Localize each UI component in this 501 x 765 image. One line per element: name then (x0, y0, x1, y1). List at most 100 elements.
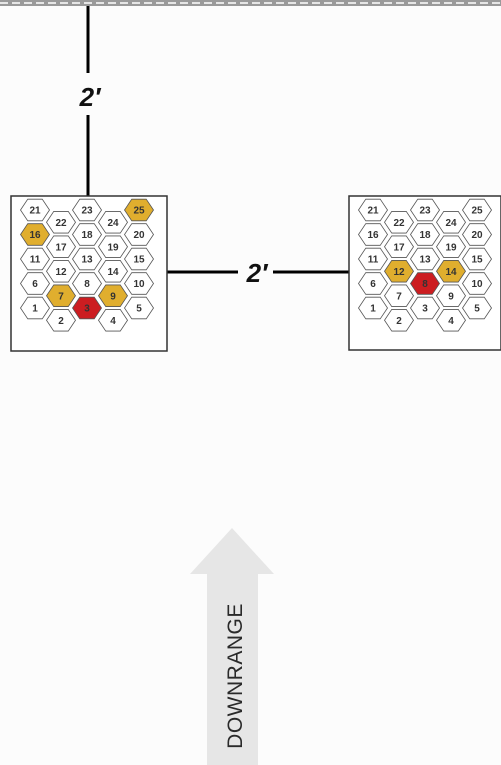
hex-cell-right-17 (384, 235, 414, 258)
hex-cell-right-4 (436, 309, 466, 332)
downrange-arrow: DOWNRANGE (190, 528, 274, 765)
hex-number-left-8: 8 (84, 279, 90, 290)
hex-cell-right-11 (358, 247, 388, 271)
hex-cell-left-2 (46, 309, 76, 332)
hex-number-left-9: 9 (110, 291, 116, 302)
hex-cell-right-7 (384, 284, 414, 307)
hex-number-right-5: 5 (474, 304, 480, 315)
hex-number-left-25: 25 (133, 206, 145, 217)
hex-cell-left-24 (98, 211, 128, 234)
hex-cell-right-13 (410, 247, 440, 271)
hex-cell-right-10 (462, 272, 492, 295)
hex-number-left-3: 3 (84, 304, 90, 315)
hex-number-left-1: 1 (32, 304, 38, 315)
hex-number-right-8: 8 (422, 279, 428, 290)
hex-number-right-24: 24 (445, 218, 457, 229)
hex-number-right-18: 18 (419, 230, 431, 241)
hex-cell-left-14 (98, 260, 128, 283)
hex-number-right-17: 17 (393, 242, 405, 253)
hex-cell-left-7 (46, 284, 76, 307)
hex-number-right-12: 12 (393, 267, 405, 278)
hex-cell-left-21 (20, 198, 50, 222)
arrow-shape (190, 528, 274, 765)
hex-number-left-2: 2 (58, 316, 64, 327)
hex-number-left-14: 14 (107, 267, 119, 278)
hex-number-right-9: 9 (448, 291, 454, 302)
top-rail (0, 0, 501, 6)
hex-cell-right-2 (384, 309, 414, 332)
hex-cell-right-24 (436, 211, 466, 234)
hex-number-left-7: 7 (58, 291, 64, 302)
hex-number-left-20: 20 (133, 230, 145, 241)
hex-number-right-13: 13 (419, 255, 431, 266)
hex-number-left-17: 17 (55, 242, 67, 253)
hex-number-left-12: 12 (55, 267, 67, 278)
hex-cell-right-12 (384, 260, 414, 283)
hex-number-right-16: 16 (367, 230, 379, 241)
hex-cell-right-21 (358, 198, 388, 222)
hex-number-left-23: 23 (81, 206, 93, 217)
hex-number-right-25: 25 (471, 206, 483, 217)
hex-cell-right-5 (462, 296, 492, 320)
hex-number-right-10: 10 (471, 279, 483, 290)
hex-cell-right-19 (436, 235, 466, 258)
hex-cell-left-16 (20, 223, 50, 246)
hex-cell-left-1 (20, 296, 50, 320)
hex-cell-left-13 (72, 247, 102, 271)
hex-number-right-15: 15 (471, 255, 483, 266)
hex-cell-left-3 (72, 296, 102, 320)
hex-cell-left-23 (72, 198, 102, 222)
hex-cell-right-3 (410, 296, 440, 320)
hex-number-left-6: 6 (32, 279, 38, 290)
hex-cell-left-8 (72, 272, 102, 295)
hex-cell-left-6 (20, 272, 50, 295)
horizontal-spacing-label: 2′ (246, 258, 269, 288)
hex-number-right-14: 14 (445, 267, 457, 278)
hex-number-left-22: 22 (55, 218, 67, 229)
hex-cell-left-15 (124, 247, 154, 271)
hex-cell-right-16 (358, 223, 388, 246)
hex-cell-right-14 (436, 260, 466, 283)
hex-number-left-5: 5 (136, 304, 142, 315)
hex-cell-left-11 (20, 247, 50, 271)
hex-number-right-23: 23 (419, 206, 431, 217)
hex-number-left-15: 15 (133, 255, 145, 266)
hex-cell-right-23 (410, 198, 440, 222)
hex-cell-right-1 (358, 296, 388, 320)
vertical-spacing-label: 2′ (79, 82, 102, 112)
hex-cell-left-22 (46, 211, 76, 234)
hex-number-left-24: 24 (107, 218, 119, 229)
hex-cell-left-25 (124, 198, 154, 222)
hex-number-left-4: 4 (110, 316, 116, 327)
hex-number-right-22: 22 (393, 218, 405, 229)
hex-number-right-7: 7 (396, 291, 402, 302)
hex-number-left-16: 16 (29, 230, 41, 241)
hex-number-right-6: 6 (370, 279, 376, 290)
hex-cell-right-15 (462, 247, 492, 271)
hex-cell-left-19 (98, 235, 128, 258)
hex-cell-left-9 (98, 284, 128, 307)
hex-cell-left-10 (124, 272, 154, 295)
hex-cell-right-18 (410, 223, 440, 246)
downrange-label: DOWNRANGE (224, 603, 247, 749)
hex-cell-left-5 (124, 296, 154, 320)
hex-cell-right-25 (462, 198, 492, 222)
hex-number-right-19: 19 (445, 242, 457, 253)
hex-cell-left-20 (124, 223, 154, 246)
hex-number-left-19: 19 (107, 242, 119, 253)
hex-number-right-20: 20 (471, 230, 483, 241)
hex-number-right-1: 1 (370, 304, 376, 315)
hex-cell-left-12 (46, 260, 76, 283)
hex-number-left-13: 13 (81, 255, 93, 266)
hex-cell-left-18 (72, 223, 102, 246)
hex-number-right-11: 11 (368, 255, 379, 266)
hex-number-right-4: 4 (448, 316, 454, 327)
hex-number-left-18: 18 (81, 230, 93, 241)
hex-number-left-11: 11 (30, 255, 41, 266)
hex-cell-right-22 (384, 211, 414, 234)
